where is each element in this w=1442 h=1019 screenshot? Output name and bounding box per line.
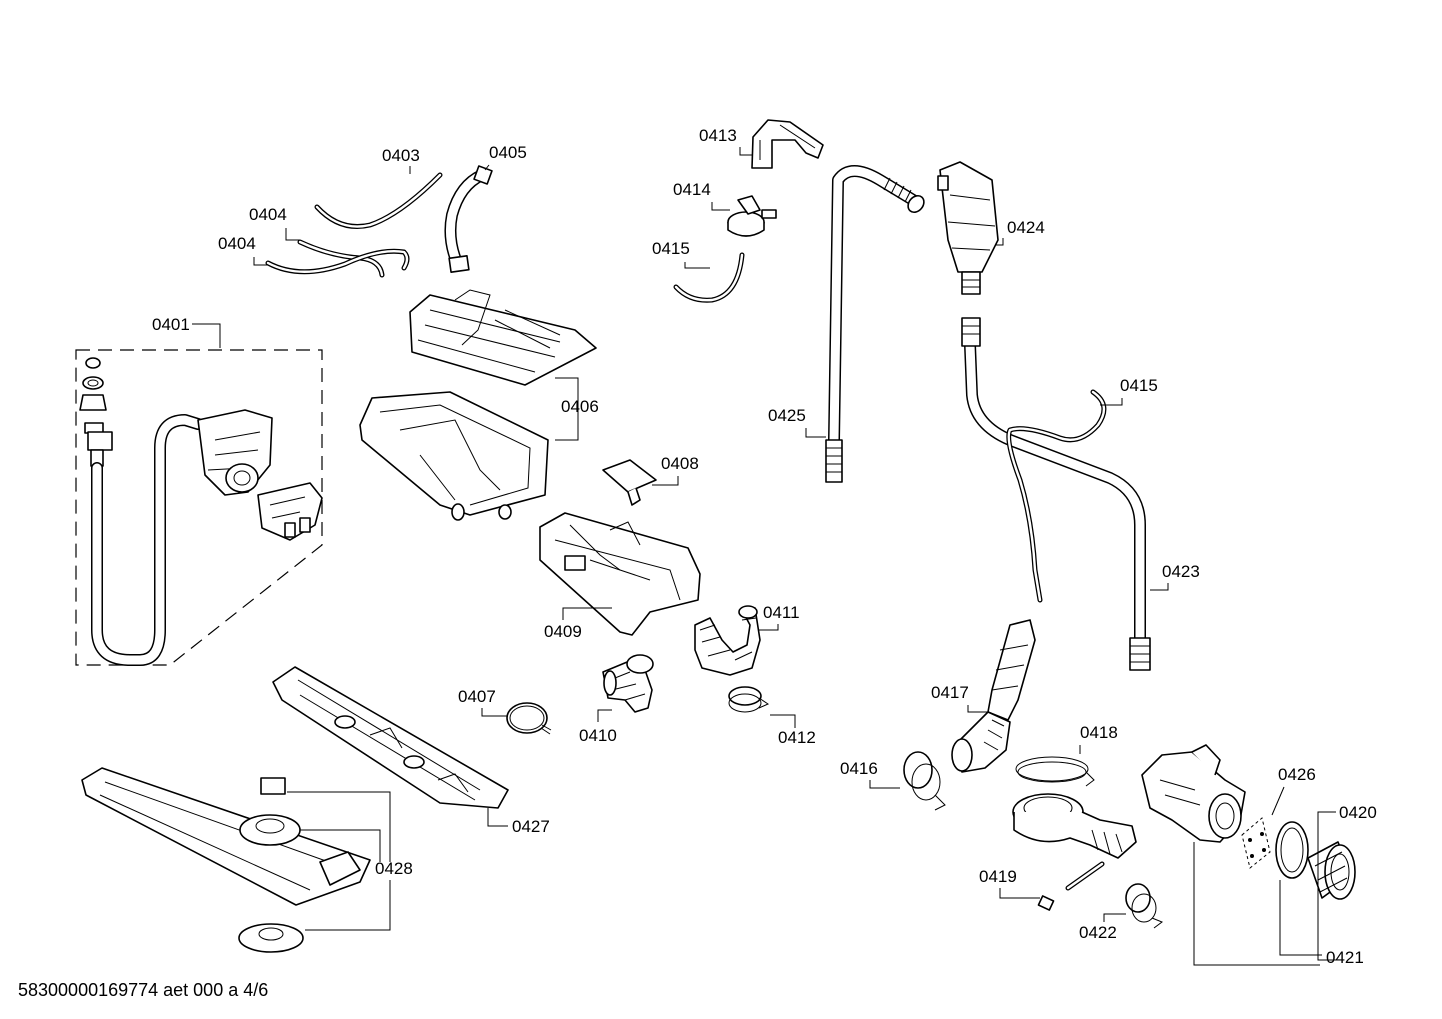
label-0415-b: 0415: [1120, 376, 1158, 395]
label-0415-a: 0415: [652, 239, 690, 258]
label-0412: 0412: [778, 728, 816, 747]
part-0426-drain-pump: [1141, 744, 1271, 869]
part-0425-hose: [825, 165, 925, 483]
part-0415-pressure-tube-b: [1006, 389, 1107, 603]
label-0418: 0418: [1080, 723, 1118, 742]
drawing-number-footer: 58300000169774 aet 000 a 4/6: [18, 980, 269, 1000]
part-0412-hose-clamp: [728, 686, 770, 713]
label-0404-b: 0404: [218, 234, 256, 253]
label-0424: 0424: [1007, 218, 1045, 237]
part-0418-ring-clamp: [1015, 756, 1095, 787]
label-0427: 0427: [512, 817, 550, 836]
label-0420: 0420: [1339, 803, 1377, 822]
part-0423-drain-hose: [961, 317, 1151, 671]
label-0426: 0426: [1278, 765, 1316, 784]
part-0416-clamp: [903, 751, 946, 811]
part-0414-pressure-switch: [727, 195, 777, 237]
label-0404-a: 0404: [249, 205, 287, 224]
part-0405-corrugated-hose: [444, 165, 493, 273]
part-0411-bellows-hose: [694, 605, 761, 676]
label-0411: 0411: [763, 603, 800, 622]
part-0413-bracket: [751, 119, 824, 169]
part-0407-clamp-ring: [506, 702, 552, 735]
label-0423: 0423: [1162, 562, 1200, 581]
label-0405: 0405: [489, 143, 527, 162]
label-0428: 0428: [375, 859, 413, 878]
part-0401-inlet-valve-group: [75, 349, 323, 666]
part-0422-clamp: [1125, 883, 1164, 929]
label-0419: 0419: [979, 867, 1017, 886]
part-0404-hoses: [265, 239, 410, 278]
label-0401: 0401: [152, 315, 190, 334]
label-0422: 0422: [1079, 923, 1117, 942]
part-0420-0421-filter: [1275, 821, 1356, 900]
label-0416: 0416: [840, 759, 878, 778]
label-0417: 0417: [931, 683, 969, 702]
label-0413: 0413: [699, 126, 737, 145]
label-0409: 0409: [544, 622, 582, 641]
part-0424-air-trap: [937, 161, 999, 295]
label-0408: 0408: [661, 454, 699, 473]
label-0414: 0414: [673, 180, 711, 199]
label-0410: 0410: [579, 726, 617, 745]
part-0419-sump: [1012, 793, 1137, 911]
part-0409-detergent-drawer: [539, 512, 701, 636]
part-0403-hose: [314, 172, 443, 229]
part-0415-pressure-tube-a: [673, 252, 745, 303]
label-0406: 0406: [561, 397, 599, 416]
label-0421: 0421: [1326, 948, 1364, 967]
part-0406-dispenser-housing: [359, 289, 597, 521]
part-0410-elbow-hose: [602, 654, 654, 713]
label-0425: 0425: [768, 406, 806, 425]
part-0427-panel-strip: [272, 666, 509, 809]
part-0408-dispenser-insert: [602, 459, 657, 506]
part-0428-control-panel: [81, 767, 371, 953]
part-0417-sump-hose: [951, 619, 1036, 773]
label-0407: 0407: [458, 687, 496, 706]
label-0403: 0403: [382, 146, 420, 165]
